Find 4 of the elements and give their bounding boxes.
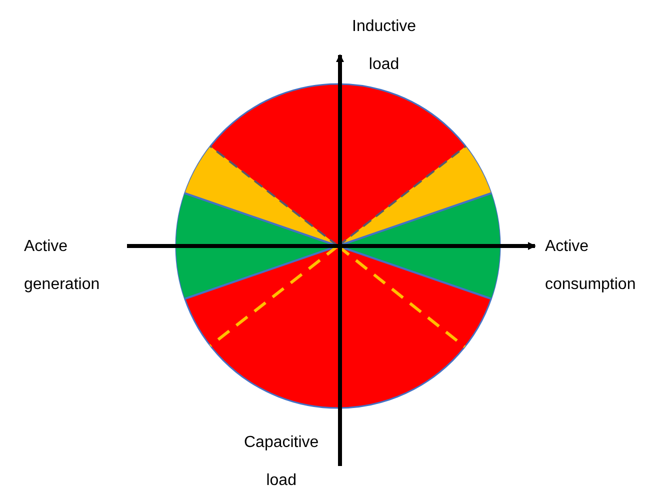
axis-label: Active generation [24, 237, 100, 295]
axis-label: Capacitive load [244, 433, 319, 488]
axis-label: Active consumption [545, 237, 636, 295]
axis-label: Inductive load [352, 17, 416, 75]
